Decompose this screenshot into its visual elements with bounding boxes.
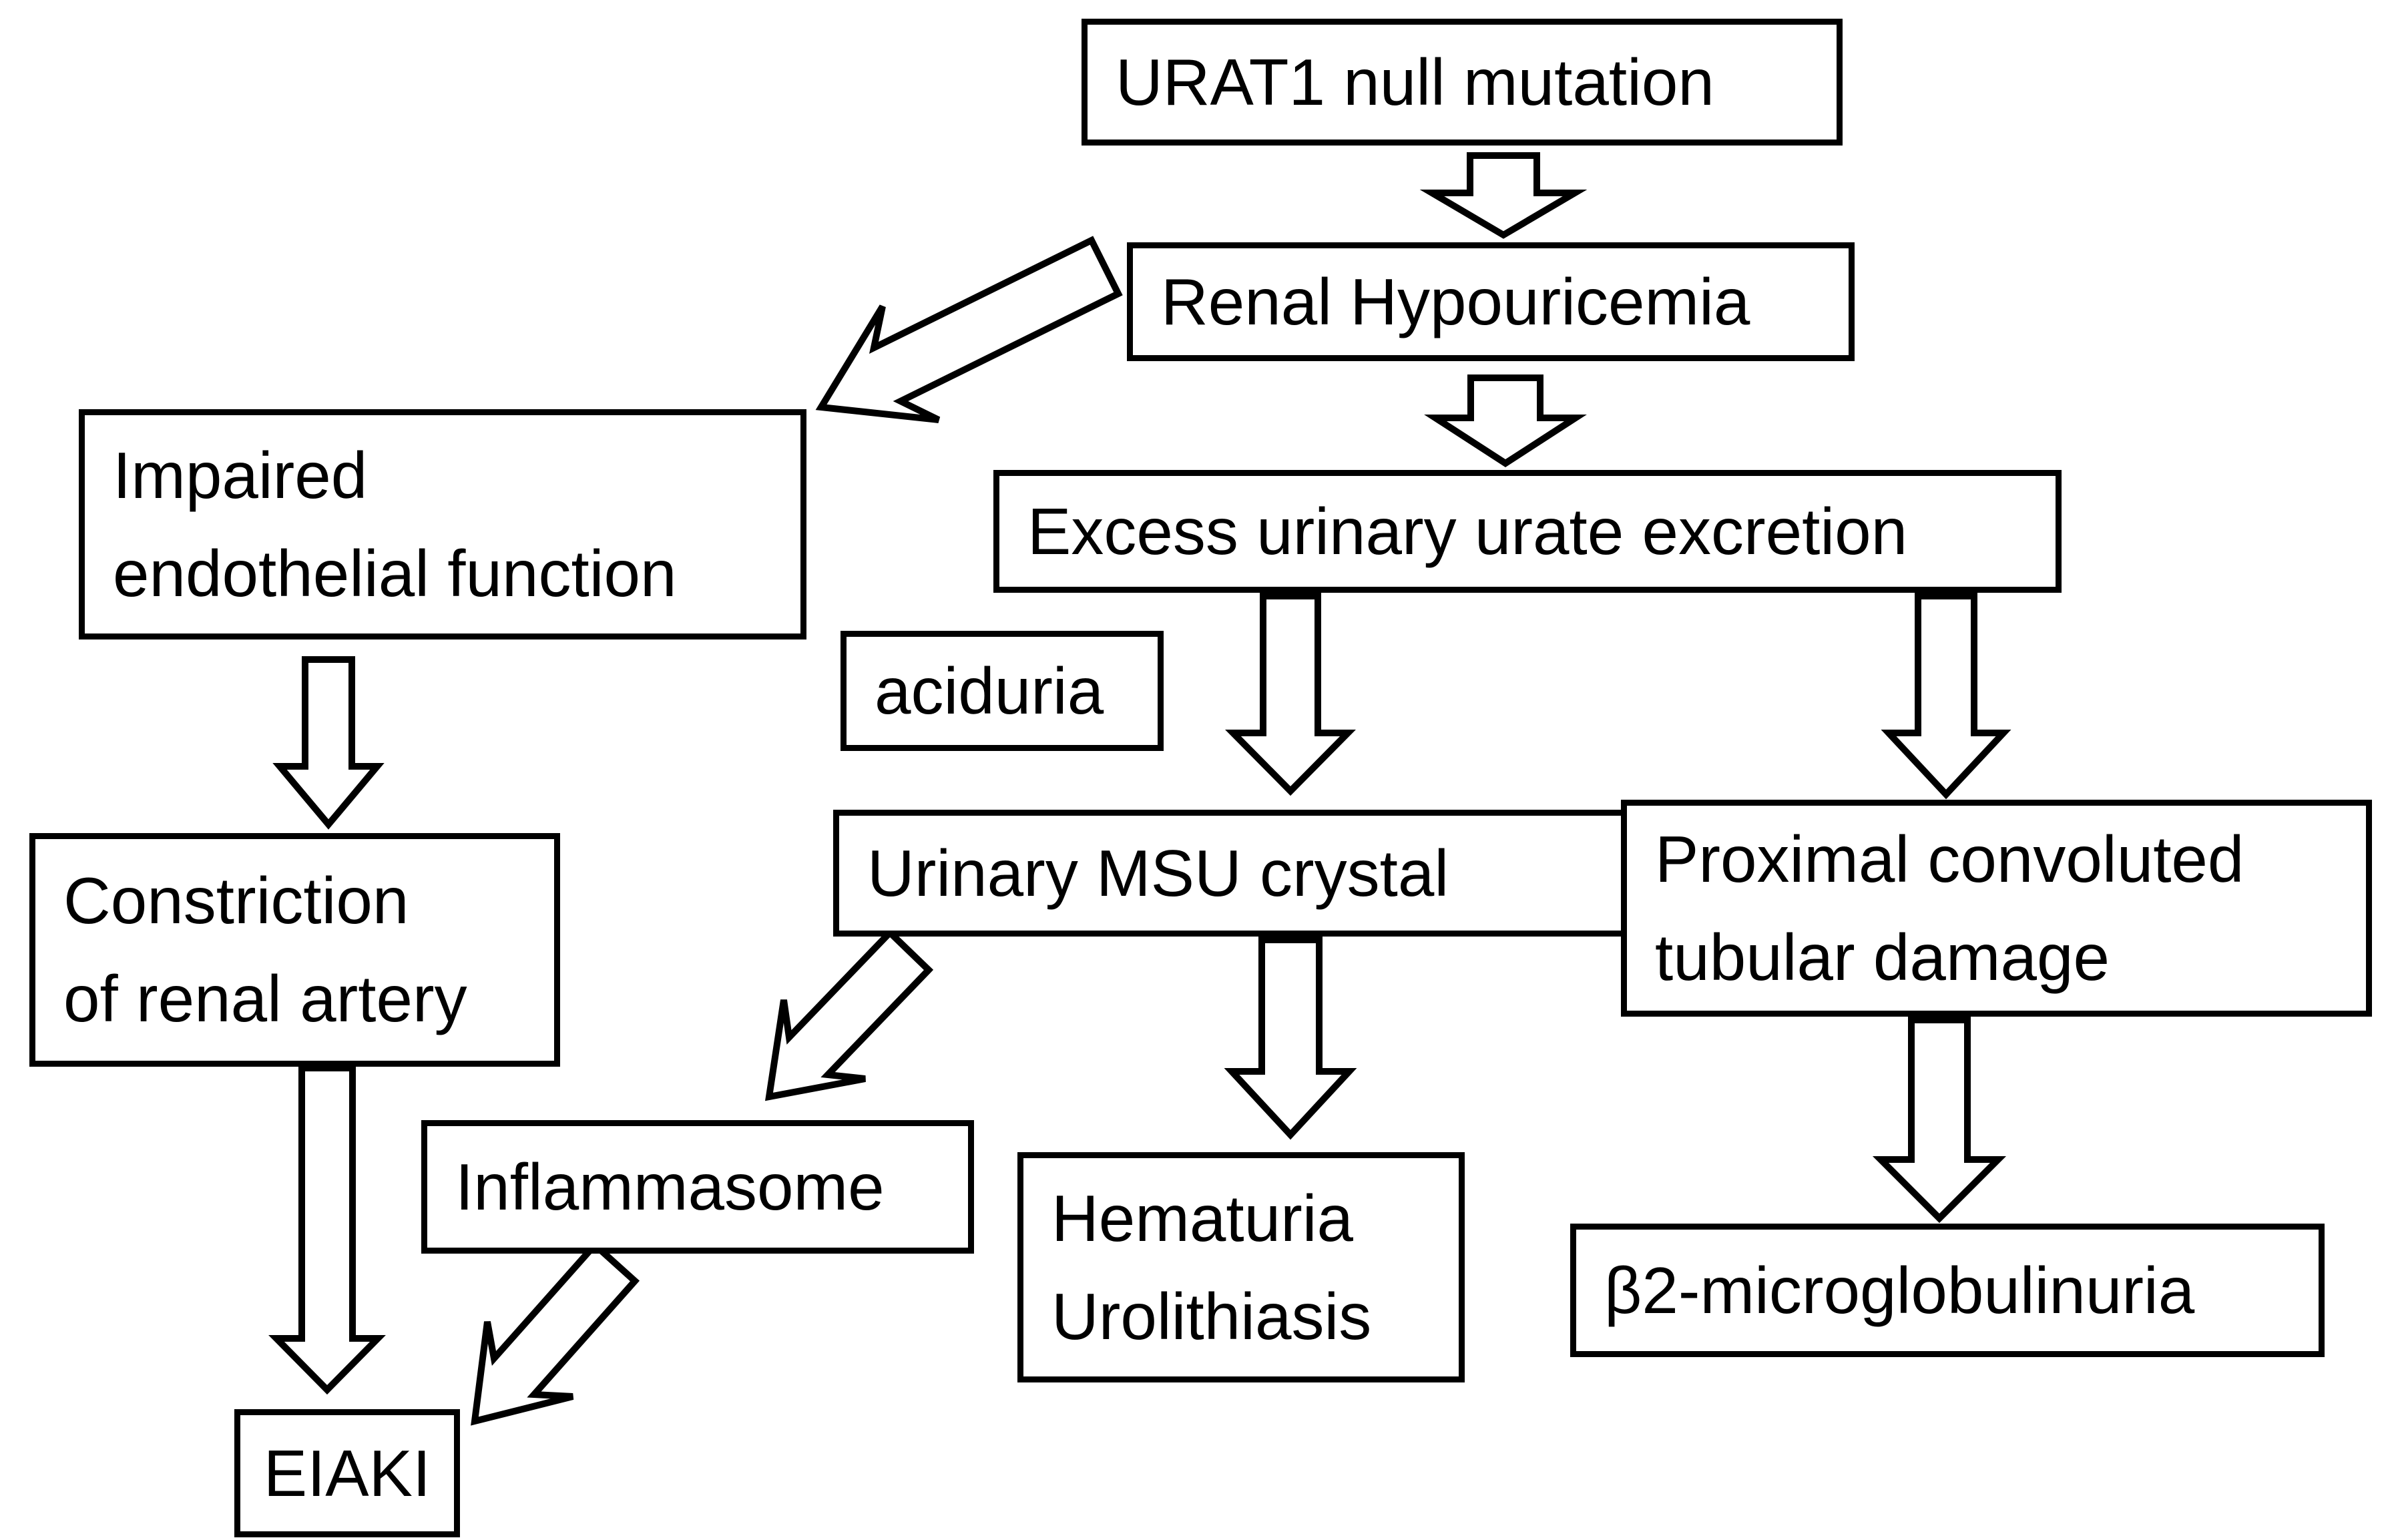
node-label: Excess urinary urate excretion bbox=[1027, 494, 1908, 568]
node-label: Constriction of renal artery bbox=[63, 864, 467, 1035]
node-label: EIAKI bbox=[263, 1436, 431, 1510]
node-urinary-msu-crystal: Urinary MSU crystal bbox=[833, 810, 1628, 937]
node-impaired-endothelial-function: Impaired endothelial function bbox=[79, 409, 806, 639]
node-label: Proximal convoluted tubular damage bbox=[1655, 822, 2244, 994]
node-hematuria-urolithiasis: Hematuria Urolithiasis bbox=[1017, 1152, 1465, 1382]
excess-to-msu-arrow bbox=[1225, 593, 1356, 796]
node-proximal-convoluted-tubular-damage: Proximal convoluted tubular damage bbox=[1621, 800, 2372, 1017]
renal-to-excess-arrow bbox=[1424, 374, 1587, 467]
excess-to-proximal-arrow bbox=[1881, 593, 2011, 800]
node-urat1-null-mutation: URAT1 null mutation bbox=[1082, 19, 1843, 146]
renal-to-impaired-arrow bbox=[815, 236, 1123, 423]
node-excess-urinary-urate-excretion: Excess urinary urate excretion bbox=[993, 470, 2062, 593]
node-eiaki: EIAKI bbox=[234, 1409, 460, 1537]
node-inflammasome: Inflammasome bbox=[421, 1120, 974, 1254]
impaired-to-constriction-arrow bbox=[272, 656, 385, 830]
msu-to-inflammasome-arrow bbox=[765, 927, 934, 1101]
node-label: Hematuria Urolithiasis bbox=[1051, 1181, 1372, 1353]
constriction-to-eiaki-arrow bbox=[268, 1065, 386, 1395]
msu-to-hematuria-arrow bbox=[1224, 937, 1357, 1140]
node-beta2-microglobulinuria: β2-microglobulinuria bbox=[1570, 1224, 2325, 1357]
node-label: aciduria bbox=[875, 654, 1104, 728]
node-label: URAT1 null mutation bbox=[1116, 45, 1714, 119]
node-constriction-of-renal-artery: Constriction of renal artery bbox=[29, 833, 560, 1067]
node-label: Renal Hypouricemia bbox=[1161, 264, 1750, 338]
node-label: Impaired endothelial function bbox=[113, 438, 677, 610]
node-label: β2-microglobulinuria bbox=[1604, 1253, 2195, 1327]
node-renal-hypouricemia: Renal Hypouricemia bbox=[1127, 242, 1855, 361]
proximal-to-beta2-arrow bbox=[1872, 1017, 2007, 1224]
inflammasome-to-eiaki-arrow bbox=[471, 1240, 640, 1426]
node-aciduria: aciduria bbox=[841, 631, 1164, 751]
node-label: Inflammasome bbox=[455, 1149, 885, 1224]
node-label: Urinary MSU crystal bbox=[867, 836, 1449, 910]
urat1-to-renal-arrow bbox=[1419, 152, 1588, 239]
